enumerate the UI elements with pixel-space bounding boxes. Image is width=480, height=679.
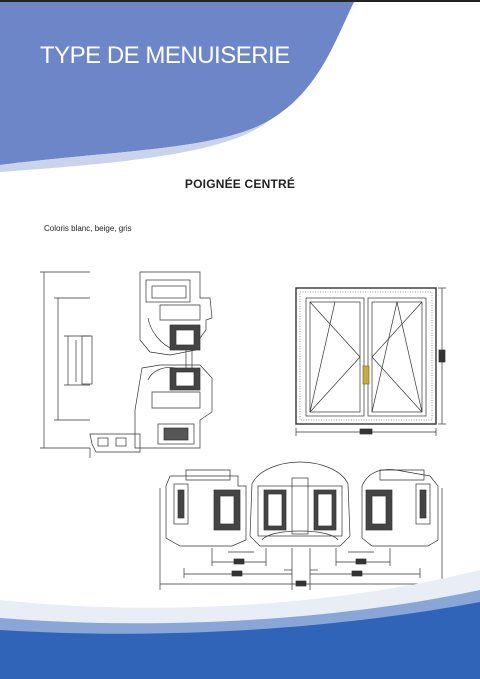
window-horizontal-section-drawing xyxy=(159,461,443,590)
color-options-caption: Coloris blanc, beige, gris xyxy=(44,224,132,233)
footer-wave-shape xyxy=(0,570,480,679)
page-title: TYPE DE MENUISERIE xyxy=(40,42,290,69)
section-heading: POIGNÉE CENTRÉ xyxy=(184,177,296,191)
double-casement-window-elevation xyxy=(295,287,446,436)
top-border xyxy=(0,0,480,2)
header-wave-shape xyxy=(0,0,355,172)
window-vertical-section-drawing xyxy=(40,271,213,458)
